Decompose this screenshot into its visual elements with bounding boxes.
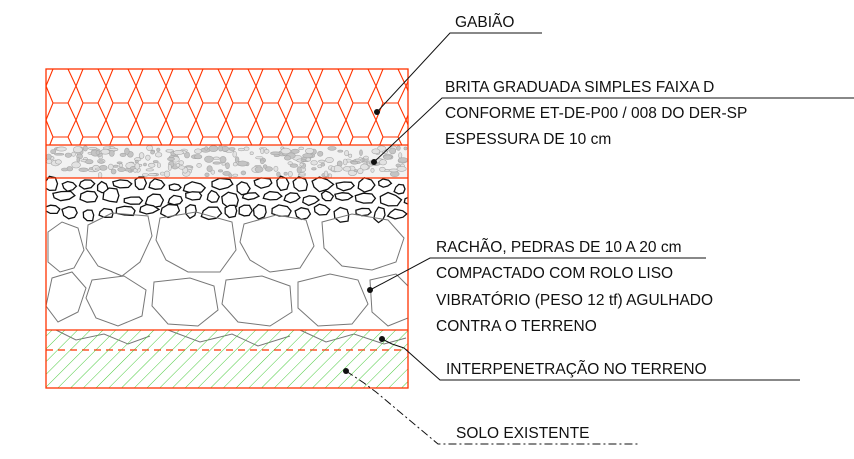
leader-brita: [371, 97, 854, 165]
leader-rachao: [367, 257, 706, 293]
label-gabiao: GABIÃO: [455, 14, 514, 31]
label-brita-line3: ESPESSURA DE 10 cm: [445, 131, 611, 148]
label-solo: SOLO EXISTENTE: [456, 425, 590, 442]
label-rachao-line3: VIBRATÓRIO (PESO 12 tf) AGULHADO: [436, 292, 713, 309]
gabion-layer: [46, 69, 408, 145]
existing-soil-layer: [46, 350, 408, 388]
rachao-rock-layer: [46, 211, 408, 347]
section-outline: [45, 68, 409, 389]
label-rachao-line1: RACHÃO, PEDRAS DE 10 A 20 cm: [436, 239, 682, 256]
leader-interpenetracao: [379, 336, 800, 381]
crushed-stone-layer: [46, 175, 408, 224]
leader-gabiao: [374, 32, 542, 115]
leader-solo: [343, 368, 640, 445]
interpenetration-layer: [46, 330, 408, 351]
label-brita-line2: CONFORME ET-DE-P00 / 008 DO DER-SP: [445, 105, 747, 122]
label-rachao-line2: COMPACTADO COM ROLO LISO: [436, 265, 673, 282]
label-interpenetracao: INTERPENETRAÇÃO NO TERRENO: [446, 361, 707, 378]
graded-gravel-layer: [46, 145, 408, 179]
label-rachao-line4: CONTRA O TERRENO: [436, 318, 597, 335]
label-brita-line1: BRITA GRADUADA SIMPLES FAIXA D: [445, 79, 714, 96]
